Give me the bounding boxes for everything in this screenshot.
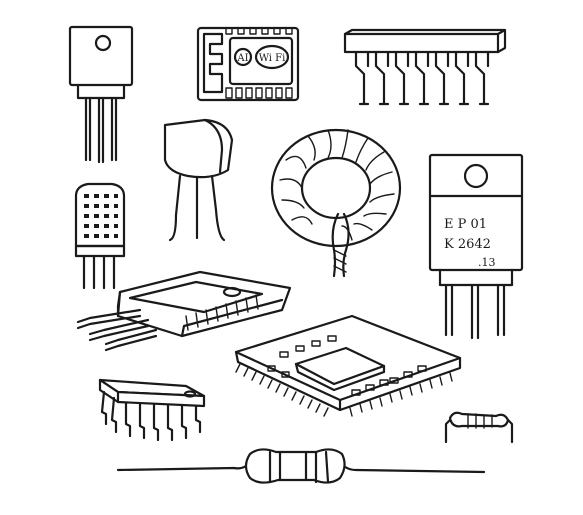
power-transistor: E P 01 K 2642 .13 xyxy=(428,153,524,340)
wifi-label-left: AI xyxy=(236,53,248,64)
transistor-line3: .13 xyxy=(478,256,496,269)
transistor-line2: K 2642 xyxy=(444,237,491,252)
axial-resistor xyxy=(116,448,486,484)
toroid-inductor xyxy=(270,128,402,278)
transistor-line1: E P 01 xyxy=(444,217,487,232)
processor-chip xyxy=(234,314,462,417)
to92-transistor xyxy=(163,118,234,242)
dip-ic xyxy=(98,378,206,442)
to220-transistor xyxy=(68,25,134,164)
humidity-sensor xyxy=(74,182,126,290)
wifi-label-right: Wi Fi xyxy=(259,53,286,64)
wifi-module: AI Wi Fi xyxy=(196,26,300,102)
voltage-regulator xyxy=(76,270,292,352)
small-resistor xyxy=(444,411,514,444)
sip-resistor-array xyxy=(343,28,507,106)
